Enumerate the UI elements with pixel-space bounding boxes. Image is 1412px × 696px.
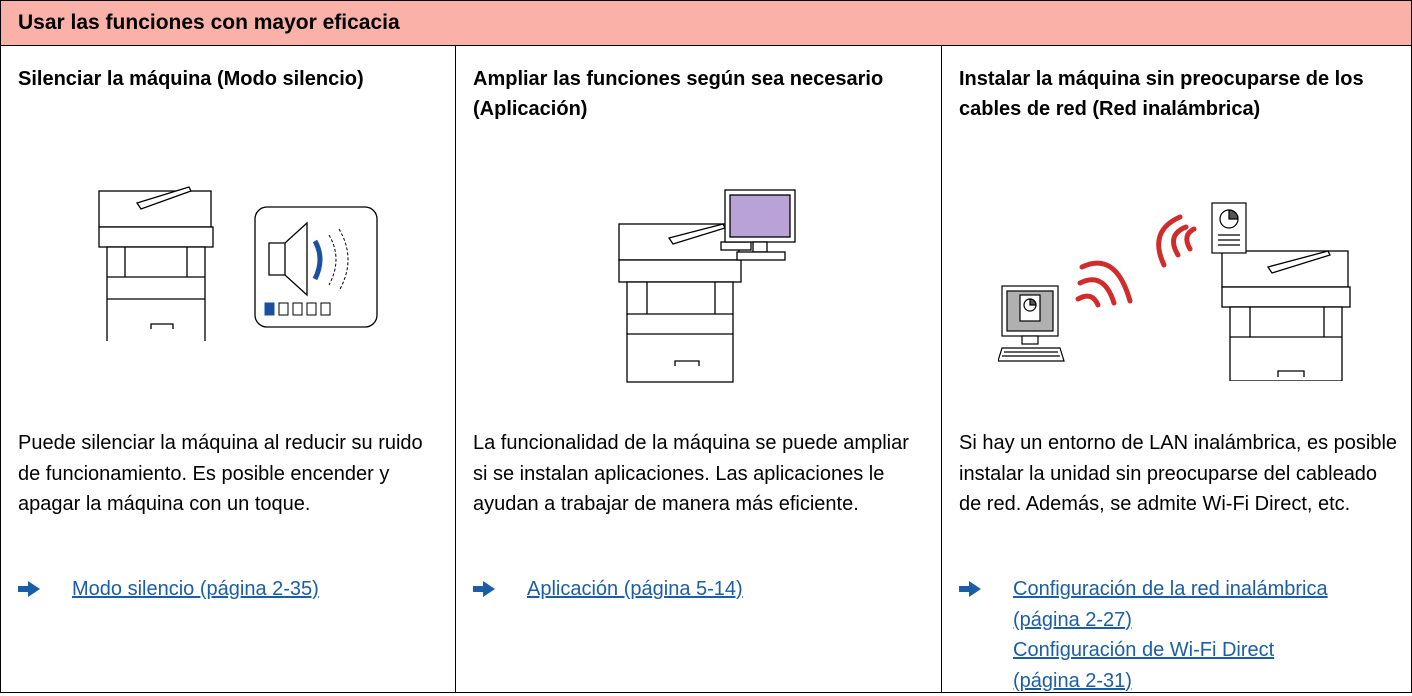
link-quiet-mode[interactable]: Modo silencio (página 2-35)	[72, 578, 319, 600]
printer-and-speaker-icon	[98, 186, 378, 341]
speaker-panel	[254, 206, 378, 328]
feature-column-wireless: Instalar la máquina sin preocuparse de l…	[942, 46, 1411, 692]
link-wireless-network-config[interactable]: Configuración de la red inalámbrica (pág…	[1013, 578, 1328, 631]
feature-description: La funcionalidad de la máquina se puede …	[473, 432, 909, 515]
feature-title: Ampliar las funciones según sea necesari…	[473, 68, 884, 120]
wifi-signal-icon	[1075, 214, 1197, 308]
feature-column-application: Ampliar las funciones según sea necesari…	[456, 46, 942, 692]
monitor-icon	[724, 189, 796, 261]
reference-link: Aplicación (página 5-14)	[473, 574, 743, 605]
arrow-right-icon	[18, 574, 46, 604]
reference-link: Configuración de la red inalámbrica (pág…	[959, 574, 1393, 696]
feature-title: Instalar la máquina sin preocuparse de l…	[959, 68, 1364, 120]
wireless-printing-icon	[998, 202, 1351, 381]
reference-link: Modo silencio (página 2-35)	[18, 574, 319, 605]
link-application[interactable]: Aplicación (página 5-14)	[527, 578, 743, 600]
arrow-right-icon	[473, 574, 501, 604]
feature-column-quiet-mode: Silenciar la máquina (Modo silencio)	[1, 46, 456, 692]
printer-with-monitor-icon	[618, 189, 796, 383]
link-wifi-direct-config[interactable]: Configuración de Wi-Fi Direct (página 2-…	[1013, 639, 1275, 692]
feature-description: Puede silenciar la máquina al reducir su…	[18, 432, 423, 515]
volume-level-indicator	[264, 302, 331, 316]
printer-icon	[98, 186, 214, 341]
printer-icon	[1221, 250, 1351, 381]
feature-description: Si hay un entorno de LAN inalámbrica, es…	[959, 432, 1398, 515]
document-icon	[1211, 202, 1247, 254]
feature-title: Silenciar la máquina (Modo silencio)	[18, 68, 364, 90]
arrow-right-icon	[959, 574, 987, 604]
section-header: Usar las funciones con mayor eficacia	[1, 1, 1411, 46]
page-title: Usar las funciones con mayor eficacia	[18, 11, 400, 34]
computer-icon	[998, 285, 1065, 362]
